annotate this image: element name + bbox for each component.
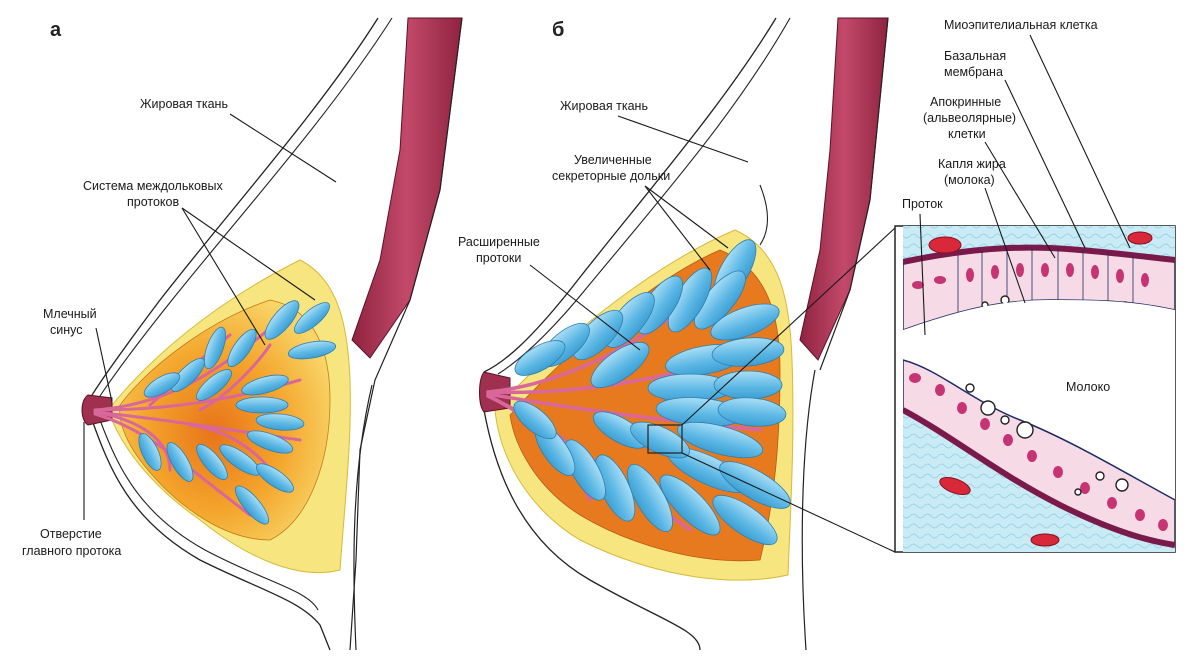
upper-nuclei (912, 263, 1149, 289)
label-apocrine-line2: (альвеолярные) (923, 111, 1016, 125)
panel-b-letter: б (552, 19, 564, 41)
skin-lower-inner-a (99, 419, 319, 611)
leader-basal-membrane (1004, 79, 1086, 249)
label-opening-line1: Отверстие (40, 527, 102, 541)
leader-apocrine (984, 141, 1056, 259)
skin-lower-outer-b (483, 409, 701, 651)
duct-lumen (903, 300, 1175, 500)
blood-cell-2 (1127, 231, 1153, 245)
magnify-line-bottom (681, 452, 896, 553)
label-sinus-line1: Млечный (43, 307, 97, 321)
label-fat-tissue-a: Жировая ткань (140, 97, 228, 111)
magnify-region-box (647, 424, 683, 454)
label-opening-line2: главного протока (22, 544, 121, 558)
lobules-b (513, 239, 791, 546)
skin-upper-outer-a (91, 17, 379, 396)
label-sinus-line2: синус (50, 323, 83, 337)
leader-ducts-a-2 (181, 207, 316, 301)
rib-line-a (353, 384, 373, 651)
leader-duct (919, 213, 926, 336)
skin-upper-inner-a (99, 17, 393, 397)
leader-ducts-a-1 (181, 207, 266, 346)
label-lobules-line1: Увеличенные (574, 153, 652, 167)
panel-b: б (458, 17, 896, 651)
lobules-a (138, 300, 337, 525)
label-fat-tissue-b: Жировая ткань (560, 99, 648, 113)
label-duct-system-a-line1: Система междольковых (83, 179, 224, 193)
label-fat-droplet-line2: (молока) (944, 173, 995, 187)
blood-cell-3 (939, 476, 971, 496)
label-fat-droplet-line1: Капля жира (938, 157, 1006, 171)
lower-nuclei (909, 373, 1168, 531)
label-dilated-ducts-line1: Расширенные (458, 235, 540, 249)
pectoral-muscle-b (799, 17, 889, 361)
panel-a: а (22, 17, 463, 651)
panel-a-letter: а (50, 19, 62, 41)
leader-fat-b (617, 115, 749, 163)
label-apocrine-line3: клетки (948, 127, 986, 141)
label-duct: Проток (902, 197, 943, 211)
leader-lobules-1 (644, 185, 729, 249)
label-apocrine-line1: Апокринные (930, 95, 1001, 109)
leader-fat-droplet (984, 187, 1026, 304)
blood-cell-1 (928, 236, 962, 254)
label-dilated-ducts-line2: протоки (476, 251, 521, 265)
upper-cell-borders (957, 248, 1134, 312)
leader-dilated-ducts (529, 264, 641, 351)
chest-wall-line-a (349, 17, 463, 651)
skin-lower-outer-a (91, 419, 331, 651)
skin-upper-inner-b (497, 17, 791, 375)
leader-sinus (95, 327, 113, 403)
label-basal-membrane-line2: мембрана (944, 65, 1003, 79)
skin-upper-outer-b (483, 17, 777, 373)
lower-fat-droplets (965, 383, 1129, 496)
skin-fold-b (759, 184, 768, 246)
connective-tissue-bottom (903, 410, 1175, 552)
label-duct-system-a-line2: протоков (127, 195, 179, 209)
label-basal-membrane-line1: Базальная (944, 49, 1006, 63)
leader-myoepithelial (1029, 34, 1131, 249)
magnify-line-top (681, 227, 896, 426)
blood-cell-4 (1030, 533, 1060, 547)
histology-inset: Миоэпителиальная клетка Базальная мембра… (894, 18, 1176, 553)
label-lobules-line2: секреторные дольки (552, 169, 670, 183)
leader-lobules-2 (644, 185, 711, 271)
label-myoepithelial-cell: Миоэпителиальная клетка (944, 18, 1098, 32)
connective-tissue-top (903, 226, 1175, 262)
label-milk: Молоко (1066, 380, 1110, 394)
chest-wall-line-b (819, 17, 889, 371)
myoepithelial-layer-bottom (903, 407, 1175, 548)
leader-fat-a (229, 113, 337, 183)
rib-line-b (801, 369, 816, 651)
